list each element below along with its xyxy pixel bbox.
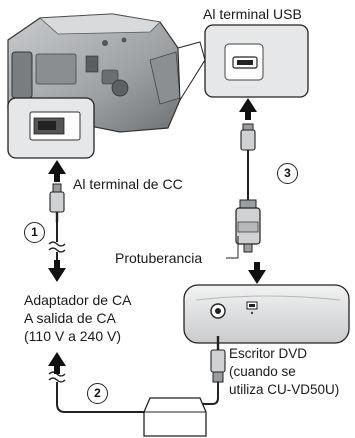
step-1-badge: 1: [24, 222, 45, 243]
dvd-note-line2: utiliza CU-VD50U): [229, 382, 340, 397]
dc-plug: [49, 183, 65, 222]
dvd-note-line1: (cuando se: [229, 364, 296, 379]
arrow-up-usb: [239, 98, 257, 120]
dvd-writer-label: Escritor DVD: [229, 346, 308, 361]
usb-plug: [240, 123, 256, 151]
arrow-up-ac-outlet: [48, 352, 66, 374]
lcd-panel: [11, 51, 33, 99]
arrow-down-ac-adapter: [48, 260, 66, 282]
usb-terminal-label: Al terminal USB: [203, 6, 302, 22]
protrusion-label: Protuberancia: [115, 250, 203, 266]
dvd-dc-plug: [210, 336, 226, 383]
usb-terminal-callout: [177, 24, 309, 102]
ac-adapter-box: [143, 397, 207, 437]
dc-terminal-callout: [7, 97, 95, 159]
ac-adapter-label: Adaptador de CA: [24, 292, 132, 308]
arrow-up-dc: [48, 160, 66, 182]
dc-terminal-label: Al terminal de CC: [73, 176, 183, 192]
dvd-writer: [183, 284, 350, 344]
voltage-label: (110 V a 240 V): [24, 328, 122, 344]
ac-outlet-label: A salida de CA: [24, 310, 116, 326]
dc-cable: [48, 222, 66, 262]
mini-usb-plug: [235, 199, 261, 253]
step-2-badge: 2: [87, 383, 108, 404]
arrow-down-dvd: [248, 262, 266, 284]
step-3-badge: 3: [277, 163, 298, 184]
